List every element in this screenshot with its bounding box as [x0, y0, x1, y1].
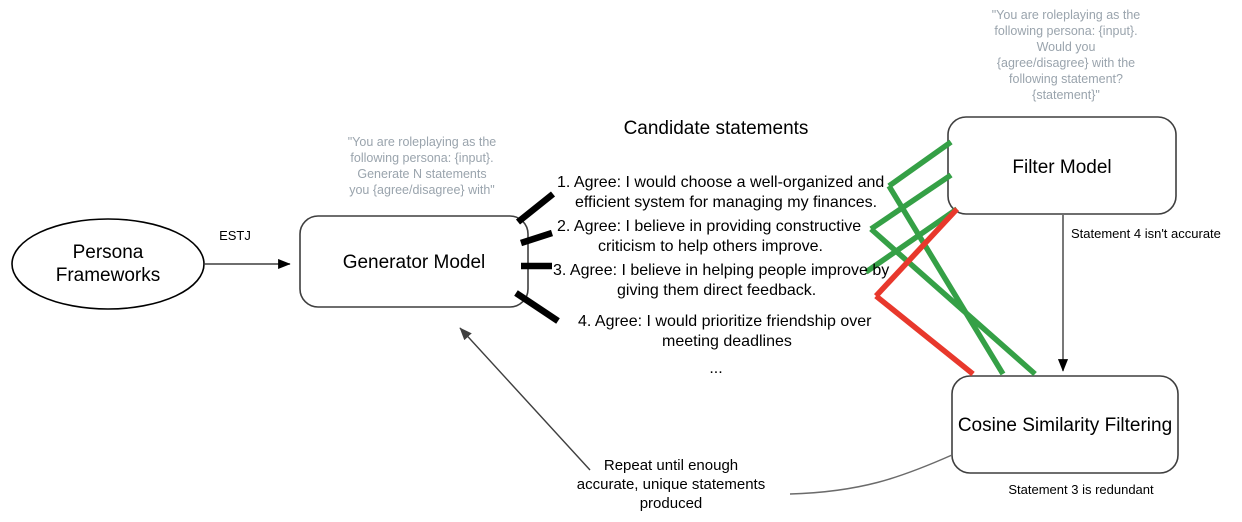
link-statement-3-to-filter — [864, 206, 959, 275]
statement-1-line2: efficient system for managing my finance… — [575, 194, 877, 211]
repeat-label-line3: produced — [640, 495, 703, 512]
link-statement-4-rejected-lower — [874, 293, 975, 377]
node-generator-model[interactable] — [299, 215, 529, 308]
filter-prompt-line2: following persona: {input}. — [994, 24, 1137, 38]
statement-3-line2: giving them direct feedback. — [617, 282, 816, 299]
cosine-similarity-label: Cosine Similarity Filtering — [958, 415, 1172, 436]
statement-1-line1: 1. Agree: I would choose a well-organize… — [557, 174, 884, 191]
node-filter-model[interactable] — [947, 116, 1177, 215]
generator-prompt-line2: following persona: {input}. — [350, 151, 493, 165]
filter-model-label: Filter Model — [1012, 157, 1111, 178]
edge-cosine-to-repeat — [789, 454, 953, 495]
edge-label-statement-4-not-accurate: Statement 4 isn't accurate — [1071, 226, 1221, 241]
filter-prompt-line6: {statement}" — [1032, 88, 1100, 102]
link-statement-4-rejected-upper — [873, 207, 960, 298]
candidate-statements-heading: Candidate statements — [624, 118, 809, 139]
generator-model-label: Generator Model — [343, 252, 486, 273]
generator-prompt-line4: you {agree/disagree} with" — [349, 183, 495, 197]
persona-frameworks-label-line2: Frameworks — [56, 265, 161, 286]
filter-prompt-line1: "You are roleplaying as the — [992, 8, 1141, 22]
filter-prompt-line3: Would you — [1037, 40, 1096, 54]
repeat-label-line1: Repeat until enough — [604, 457, 738, 474]
link-statement-2-to-cosine — [869, 226, 1037, 377]
generator-output-tick-2 — [520, 229, 553, 247]
generator-prompt-line1: "You are roleplaying as the — [348, 135, 497, 149]
statements-ellipsis: ... — [709, 360, 722, 377]
cosine-caption: Statement 3 is redundant — [1008, 482, 1154, 497]
statement-2-line1: 2. Agree: I believe in providing constru… — [557, 218, 861, 235]
link-statement-2-to-filter — [869, 172, 953, 232]
persona-frameworks-label-line1: Persona — [73, 242, 144, 263]
link-statement-1-to-filter — [887, 139, 953, 189]
statement-3-line1: 3. Agree: I believe in helping people im… — [553, 262, 889, 279]
filter-prompt-line4: {agree/disagree} with the — [997, 56, 1135, 70]
edge-repeat-to-generator — [459, 327, 591, 471]
node-cosine-similarity-filtering[interactable] — [951, 375, 1179, 474]
generator-output-tick-4 — [514, 290, 560, 324]
repeat-label-line2: accurate, unique statements — [577, 476, 765, 493]
filter-prompt-line5: following statement? — [1009, 72, 1123, 86]
generator-prompt-line3: Generate N statements — [357, 167, 486, 181]
link-statement-1-to-cosine — [886, 184, 1006, 376]
node-persona-frameworks[interactable] — [11, 218, 205, 310]
statement-2-line2: criticism to help others improve. — [598, 238, 823, 255]
generator-output-tick-1 — [515, 191, 556, 225]
edge-label-estj: ESTJ — [219, 228, 251, 243]
statement-4-line1: 4. Agree: I would prioritize friendship … — [578, 313, 872, 330]
statement-4-line2: meeting deadlines — [662, 333, 792, 350]
